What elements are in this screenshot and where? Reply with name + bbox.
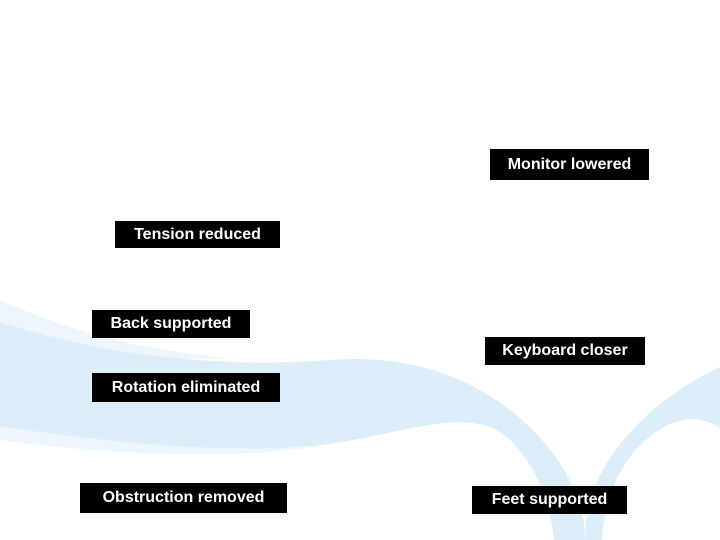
wave-left-light-bottom bbox=[0, 426, 330, 455]
callout-label-keyboard-closer: Keyboard closer bbox=[485, 337, 645, 365]
wave-left-light-top bbox=[0, 300, 230, 359]
callout-label-rotation-eliminated: Rotation eliminated bbox=[92, 373, 280, 402]
callout-label-back-supported: Back supported bbox=[92, 310, 250, 338]
wave-right-arc bbox=[586, 367, 720, 540]
callout-label-monitor-lowered: Monitor lowered bbox=[490, 149, 649, 180]
callout-label-tension-reduced: Tension reduced bbox=[115, 221, 280, 248]
callout-label-obstruction-removed: Obstruction removed bbox=[80, 483, 287, 513]
callout-label-feet-supported: Feet supported bbox=[472, 486, 627, 514]
